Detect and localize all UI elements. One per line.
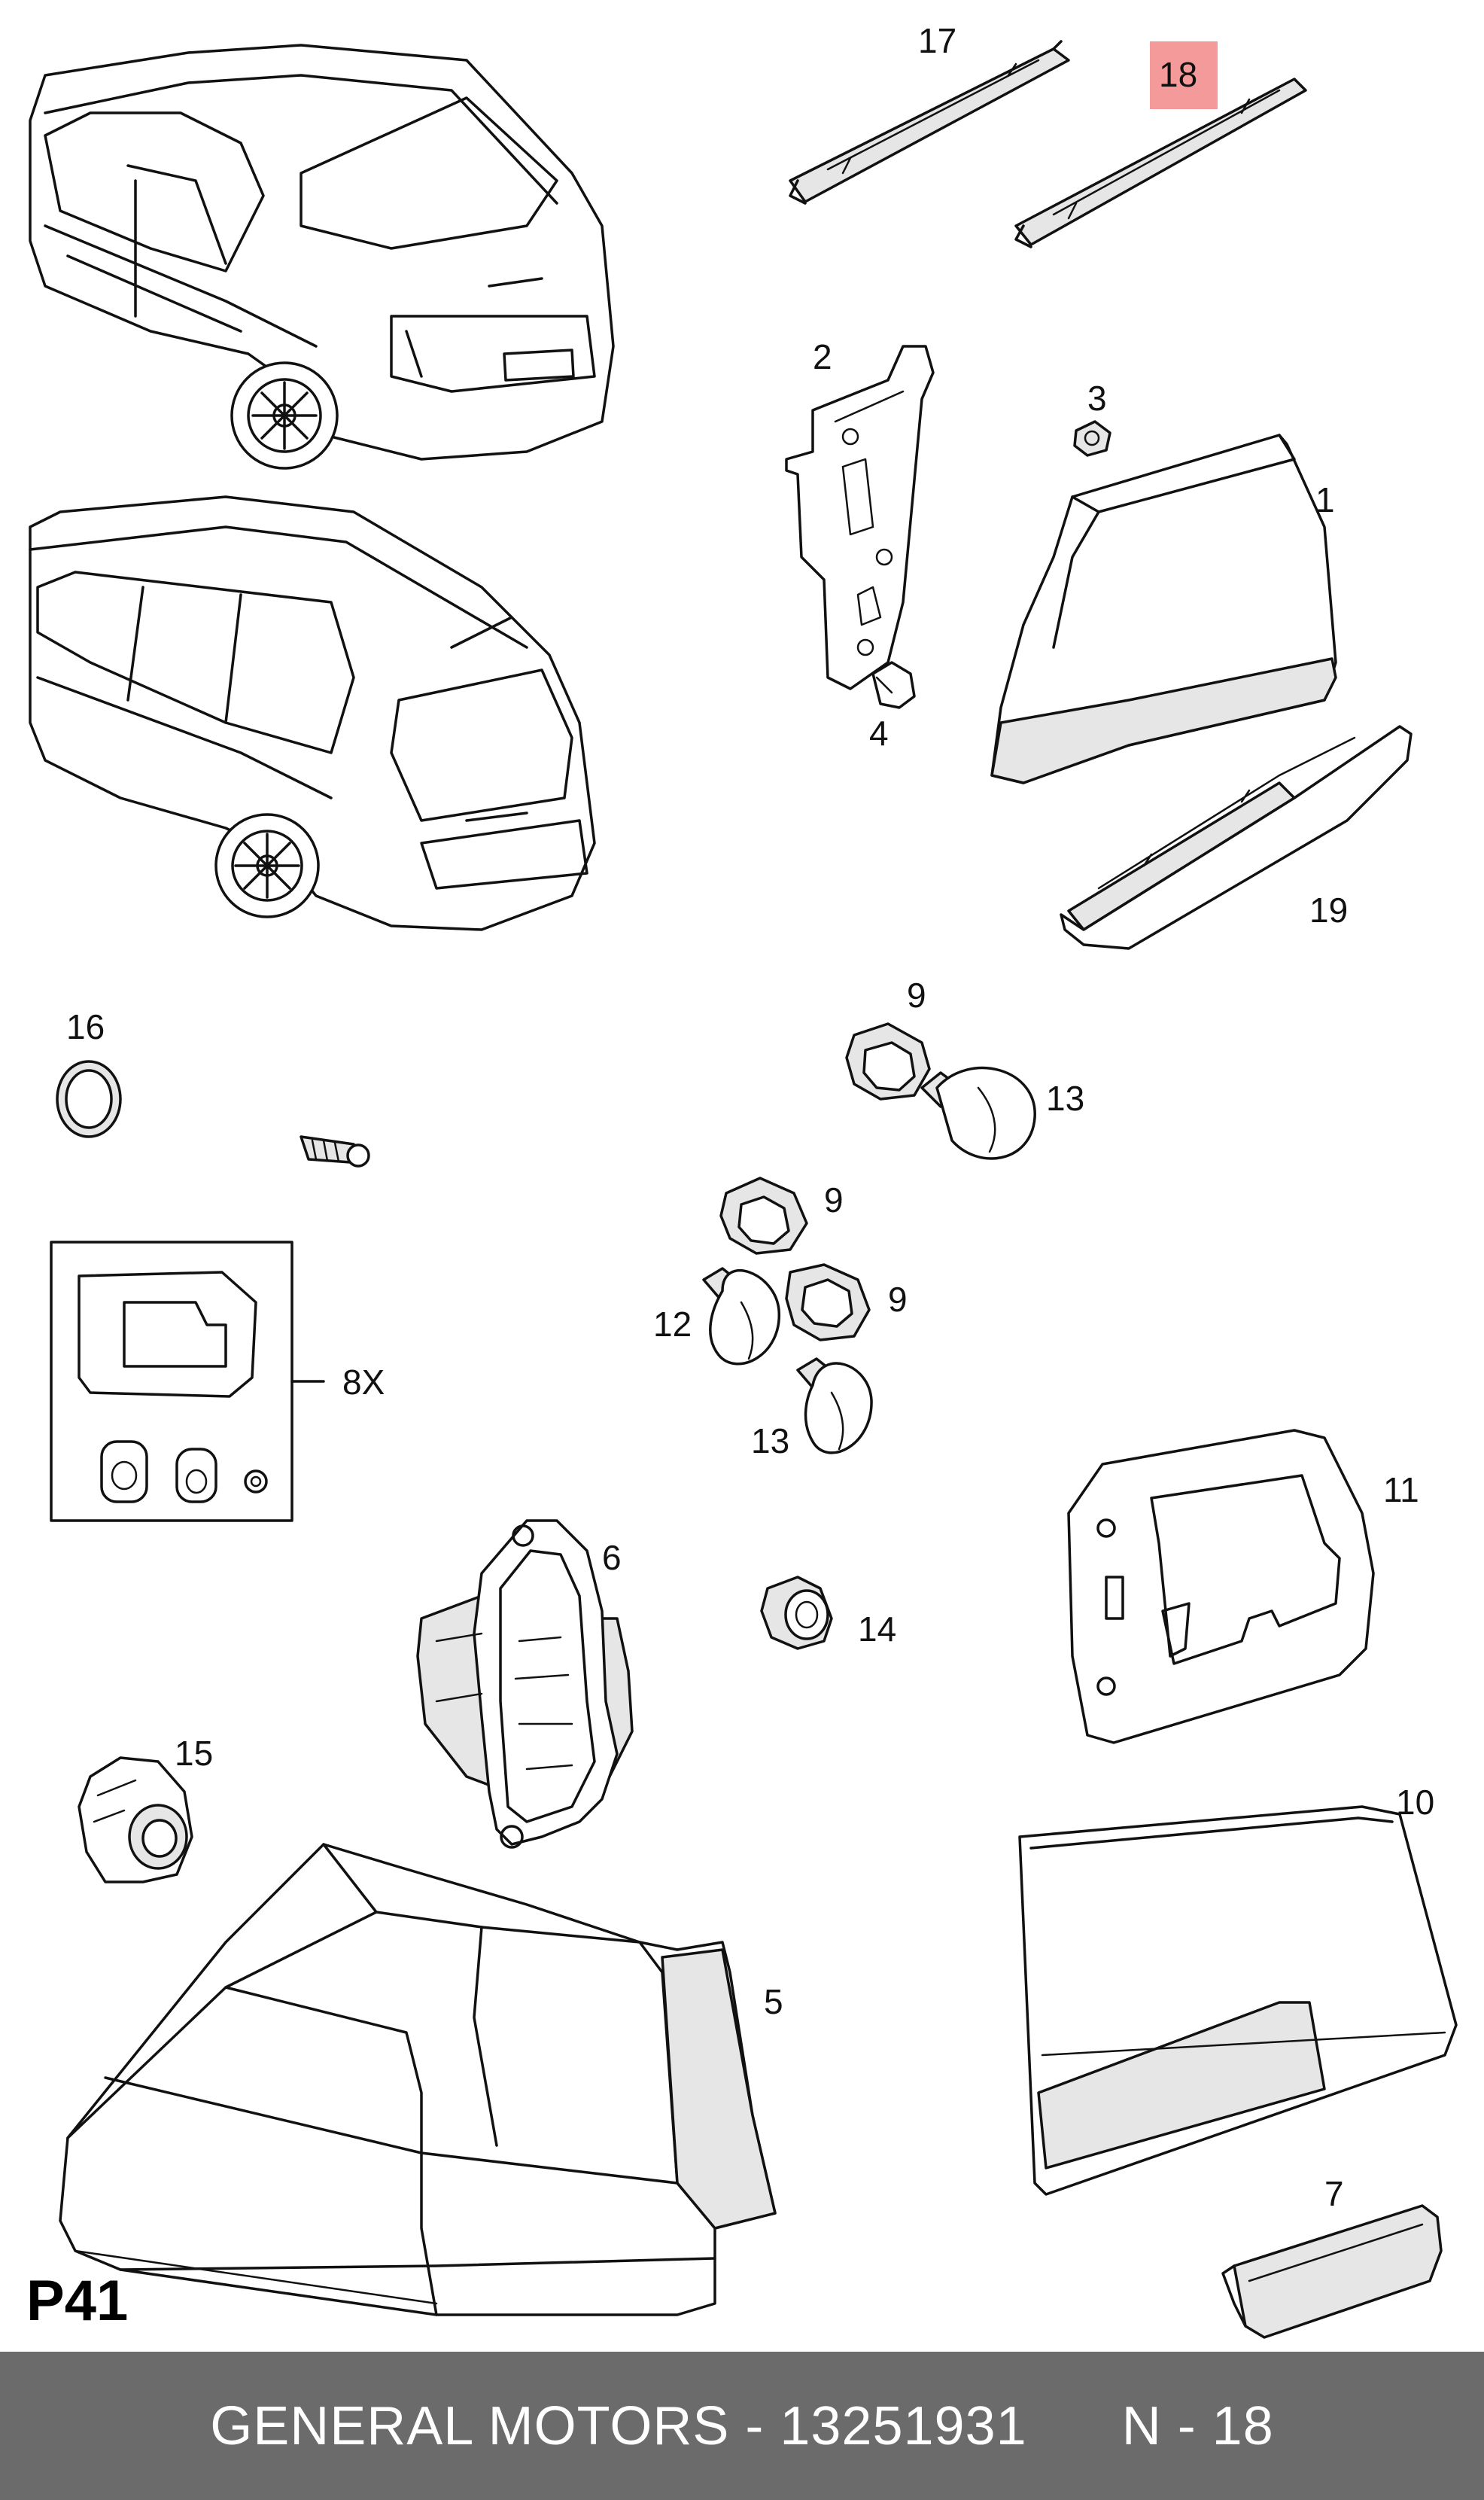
callout-17: 17 — [918, 21, 956, 60]
footer-bar: GENERAL MOTORS - 13251931 N - 18 — [0, 2352, 1484, 2500]
callout-18: 18 — [1159, 55, 1197, 94]
callout-12: 12 — [653, 1305, 692, 1344]
callout-7: 7 — [1324, 2174, 1344, 2213]
callout-9-lower: 9 — [888, 1280, 908, 1319]
part-12-bulb[interactable] — [702, 1267, 780, 1366]
part-19-third-brake-lamp[interactable] — [1060, 725, 1413, 950]
part-9-bulb-socket-top[interactable] — [845, 1022, 931, 1101]
part-10-inner-tail-lamp[interactable] — [1018, 1805, 1458, 2196]
callout-5: 5 — [764, 1982, 783, 2021]
part-8-gasket-kit-box[interactable] — [50, 1241, 325, 1522]
callout-9-middle: 9 — [824, 1180, 844, 1220]
part-13-bulb-top[interactable] — [920, 1066, 1036, 1160]
part-14-clip-nut[interactable] — [760, 1576, 833, 1650]
sedan-illustration — [29, 44, 615, 470]
part-5-outer-tail-lamp[interactable] — [59, 1843, 777, 2316]
part-16-grommet[interactable] — [56, 1060, 122, 1138]
callout-4: 4 — [869, 714, 889, 753]
callout-11: 11 — [1383, 1470, 1419, 1509]
screw-part[interactable] — [300, 1135, 370, 1168]
part-11-lamp-gasket[interactable] — [1067, 1429, 1375, 1744]
part-9-bulb-socket-lower[interactable] — [785, 1263, 871, 1341]
callout-2: 2 — [813, 337, 832, 376]
part-17-brake-light-strip[interactable] — [789, 40, 1070, 205]
callout-9-top: 9 — [907, 976, 926, 1015]
callout-1: 1 — [1315, 480, 1335, 519]
callout-13-lower: 13 — [751, 1421, 789, 1460]
part-3-nut[interactable] — [1073, 420, 1111, 457]
callout-13-top: 13 — [1046, 1079, 1084, 1118]
callout-6: 6 — [602, 1538, 622, 1577]
callout-19: 19 — [1309, 891, 1348, 930]
callout-18-highlight — [1150, 41, 1218, 109]
callout-14: 14 — [858, 1609, 896, 1649]
footer-text: GENERAL MOTORS - 13251931 N - 18 — [210, 2395, 1274, 2456]
callout-15: 15 — [175, 1734, 213, 1773]
part-2-bulb-holder-plate[interactable] — [785, 345, 935, 690]
wagon-illustration — [29, 495, 596, 931]
parts-diagram: 17 18 2 3 1 4 19 16 9 13 9 12 9 13 8X 11… — [26, 21, 1458, 2339]
part-4-bulb[interactable] — [871, 661, 916, 709]
part-18-brake-light-strip[interactable] — [1014, 78, 1307, 248]
part-6-bulb-carrier[interactable] — [416, 1519, 634, 1849]
part-1-tail-lamp-housing[interactable] — [990, 434, 1337, 784]
callout-3: 3 — [1087, 379, 1107, 418]
part-13-bulb-lower[interactable] — [796, 1357, 873, 1454]
part-7-reflector[interactable] — [1221, 2204, 1443, 2339]
callout-10: 10 — [1396, 1783, 1434, 1822]
page-code: P41 — [26, 2269, 128, 2333]
part-9-bulb-socket-middle[interactable] — [719, 1177, 808, 1255]
callout-8x: 8X — [342, 1363, 385, 1402]
callout-16: 16 — [66, 1007, 105, 1046]
part-15-connector[interactable] — [78, 1756, 193, 1883]
